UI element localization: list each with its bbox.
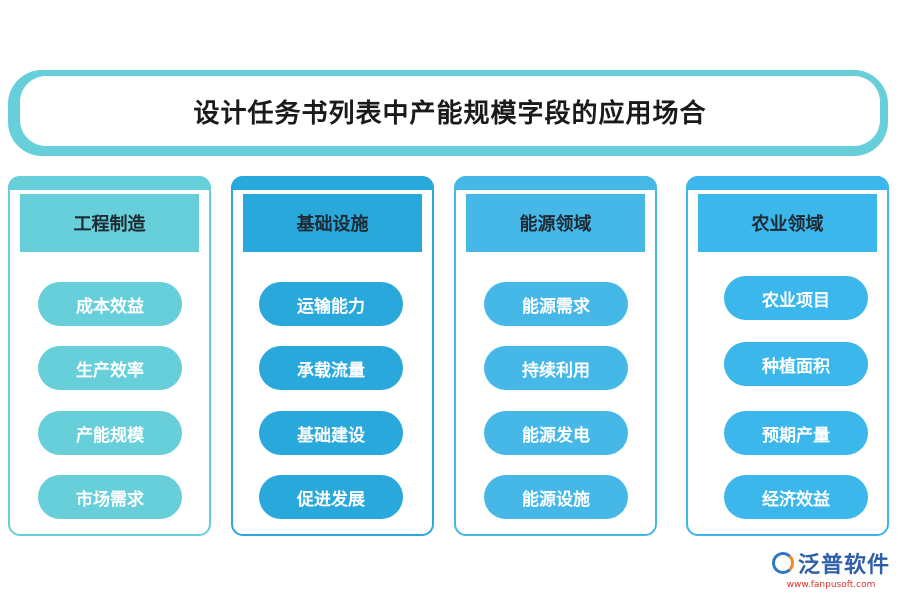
item-pill: 运输能力: [259, 282, 403, 326]
item-pill: 承载流量: [259, 346, 403, 390]
item-pill: 农业项目: [724, 276, 868, 320]
column-top-bar: [454, 176, 657, 190]
item-pill: 促进发展: [259, 475, 403, 519]
column-top-bar: [231, 176, 434, 190]
column-header: 基础设施: [243, 194, 422, 252]
title-banner: 设计任务书列表中产能规模字段的应用场合: [8, 70, 888, 156]
column-header: 能源领域: [466, 194, 645, 252]
item-pill: 生产效率: [38, 346, 182, 390]
item-pill: 预期产量: [724, 411, 868, 455]
column-engineering: 工程制造 成本效益 生产效率 产能规模 市场需求: [8, 176, 211, 536]
column-header: 工程制造: [20, 194, 199, 252]
item-pill: 能源发电: [484, 411, 628, 455]
item-pill: 产能规模: [38, 411, 182, 455]
brand-url: www.fanpusoft.com: [786, 580, 876, 590]
item-pill: 市场需求: [38, 475, 182, 519]
column-infrastructure: 基础设施 运输能力 承载流量 基础建设 促进发展: [231, 176, 434, 536]
item-pill: 能源设施: [484, 475, 628, 519]
diagram-title: 设计任务书列表中产能规模字段的应用场合: [193, 98, 707, 129]
title-inner: 设计任务书列表中产能规模字段的应用场合: [20, 76, 880, 146]
column-header: 农业领域: [698, 194, 877, 252]
item-pill: 成本效益: [38, 282, 182, 326]
column-top-bar: [8, 176, 211, 190]
item-pill: 能源需求: [484, 282, 628, 326]
item-pill: 持续利用: [484, 346, 628, 390]
brand-name: 泛普软件: [797, 553, 890, 578]
fanpu-logo-icon: [771, 552, 794, 574]
column-agriculture: 农业领域 农业项目 种植面积 预期产量 经济效益: [686, 176, 889, 536]
item-pill: 种植面积: [724, 342, 868, 386]
item-pill: 基础建设: [259, 411, 403, 455]
column-energy: 能源领域 能源需求 持续利用 能源发电 能源设施: [454, 176, 657, 536]
item-pill: 经济效益: [724, 475, 868, 519]
column-top-bar: [686, 176, 889, 190]
brand-logo: 泛普软件 www.fanpusoft.com: [771, 547, 890, 590]
